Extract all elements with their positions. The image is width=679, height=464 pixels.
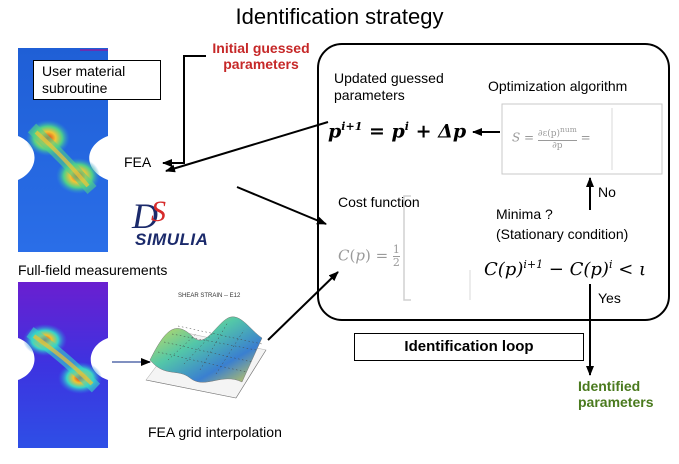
stationary-condition: (Stationary condition) <box>496 226 629 242</box>
identification-loop-label: Identification loop <box>354 333 584 361</box>
cost-function-label: Cost function <box>338 194 420 210</box>
minima-question: Minima ? <box>496 206 553 222</box>
measurement-specimen-image <box>18 282 108 448</box>
initial-guess-label: Initial guessed parameters <box>212 40 310 72</box>
arrow-update-to-fea <box>165 121 329 173</box>
updated-guess-label: Updated guessed parameters <box>334 70 444 103</box>
svg-text:D: D <box>131 196 158 236</box>
no-label: No <box>598 184 616 200</box>
update-formula: pi+1 = pi + Δp <box>328 120 467 143</box>
fea-label: FEA <box>124 154 152 170</box>
full-field-label: Full-field measurements <box>18 262 168 278</box>
svg-text:S: S <box>151 195 166 228</box>
user-material-label: User material subroutine <box>33 60 161 100</box>
arrow-interp-to-cost <box>267 271 339 341</box>
diagram-title: Identification strategy <box>235 4 444 29</box>
identified-parameters-label: Identified parameters <box>578 378 654 410</box>
optimization-label: Optimization algorithm <box>488 78 628 94</box>
identification-loop-box <box>317 43 670 321</box>
yes-label: Yes <box>598 290 621 306</box>
convergence-criterion: C(p)i+1 − C(p)i < ι <box>484 258 647 280</box>
sensitivity-panel <box>501 103 663 175</box>
simulia-logo-icon: D S <box>131 195 166 236</box>
fea-grid-label: FEA grid interpolation <box>148 424 282 440</box>
arrow-fea-to-cost <box>236 186 327 225</box>
sensitivity-formula: S = ∂ε(p)num∂p = <box>512 125 591 151</box>
shear-strain-plot-title: SHEAR STRAIN -- E12 <box>178 293 241 299</box>
simulia-wordmark: SIMULIA <box>135 230 209 249</box>
arrow-initial-to-fea <box>162 55 206 167</box>
shear-strain-surface-plot <box>140 294 270 414</box>
